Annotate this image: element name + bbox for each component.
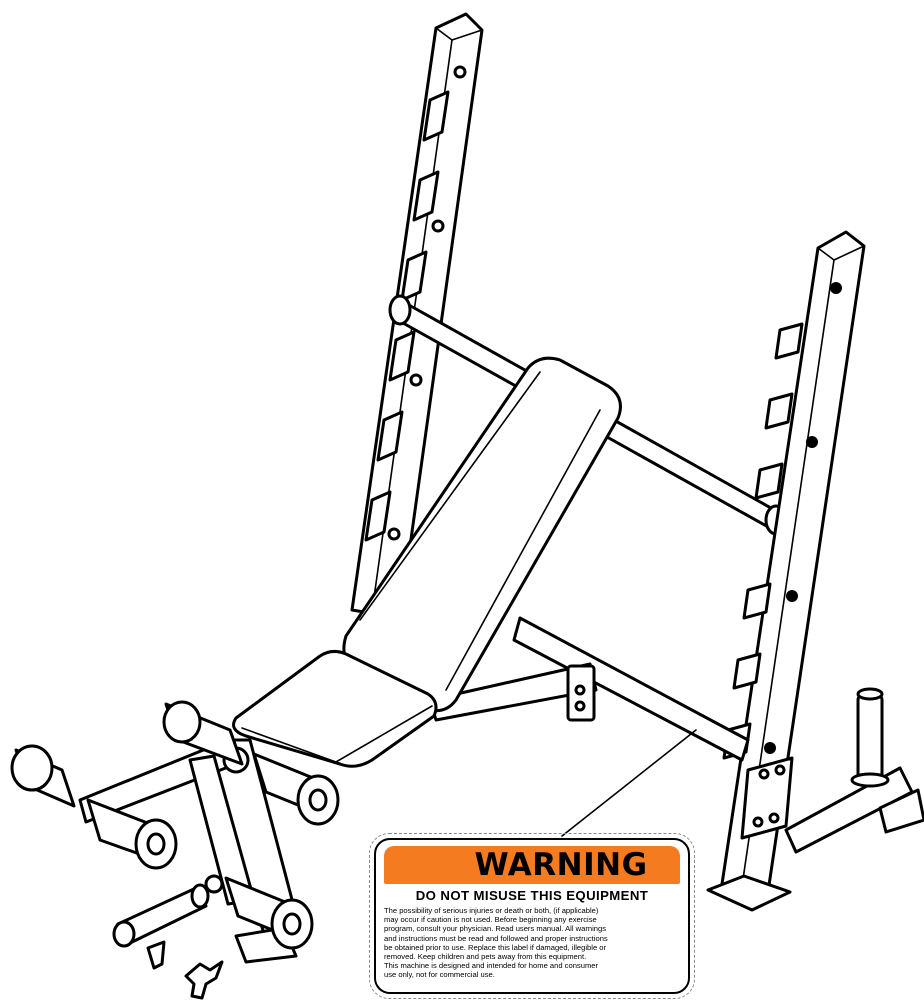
right-base-frame	[784, 687, 924, 854]
warning-signal-word: WARNING	[474, 847, 648, 883]
warning-headline: DO NOT MISUSE THIS EQUIPMENT	[415, 888, 649, 903]
warning-body-line: The possibility of serious injuries or d…	[384, 906, 599, 915]
warning-icon-spacer	[416, 865, 460, 866]
warning-label-outline	[369, 833, 695, 999]
warning-body-line: program, consult your physician. Read us…	[384, 924, 607, 934]
warning-body: The possibility of serious injuries or d…	[384, 906, 680, 980]
seat-pad	[232, 649, 438, 768]
warning-band: WARNING	[384, 846, 680, 884]
adjustment-pin	[112, 883, 224, 1000]
right-upright-post	[706, 230, 866, 912]
bench-rail	[428, 616, 750, 762]
label-leader-line	[561, 729, 697, 837]
warning-body-line: removed. Keep children and pets away fro…	[384, 952, 587, 962]
warning-body-line: This machine is designed and intended fo…	[384, 961, 599, 971]
warning-body-line: be obtained prior to use. Replace this l…	[384, 942, 607, 952]
warning-label: WARNING DO NOT MISUSE THIS EQUIPMENT The…	[374, 838, 690, 994]
warning-body-line: may occur if caution is not used. Before…	[384, 915, 597, 925]
warning-body-line: and instructions must be read and follow…	[384, 933, 608, 943]
leg-rollers	[10, 700, 340, 950]
warning-body-line: use only, not for commercial use.	[384, 970, 495, 980]
